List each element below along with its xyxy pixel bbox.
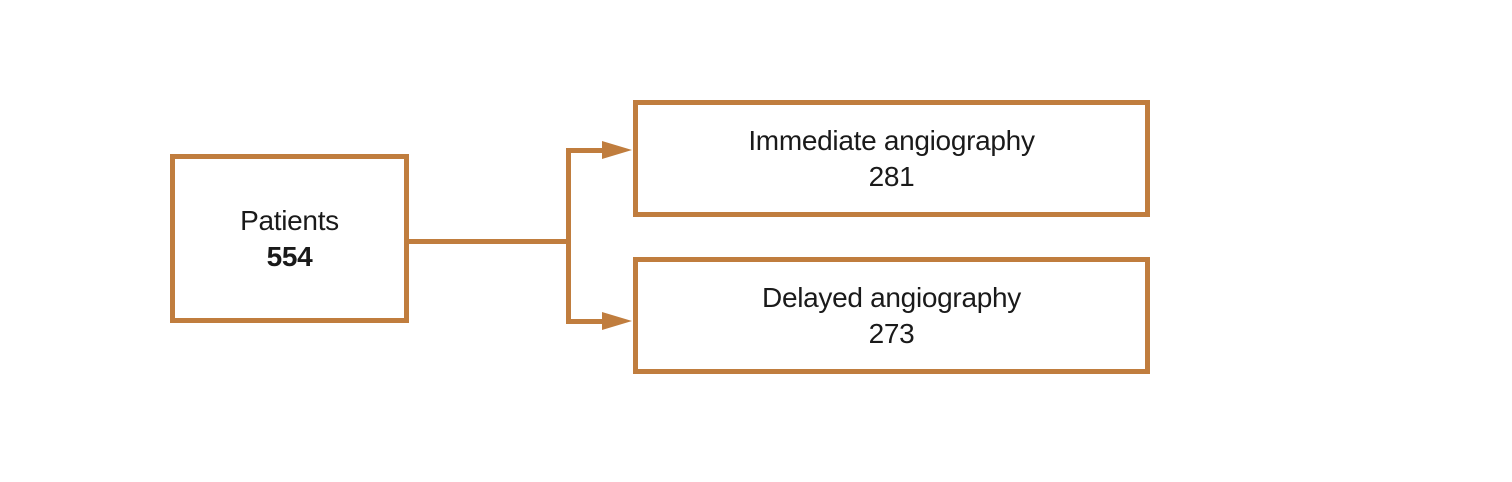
flow-node-immediate-angiography-count: 281 [868,160,915,192]
arrowhead-bottom-icon [602,312,632,330]
flow-node-patients: Patients 554 [170,154,409,323]
flow-node-immediate-angiography: Immediate angiography 281 [633,100,1150,217]
connector-branch-bottom [566,319,604,324]
connector-vertical [566,148,571,324]
flow-node-delayed-angiography-count: 273 [868,317,915,349]
connector-branch-top [566,148,604,153]
arrowhead-top-icon [602,141,632,159]
flow-node-delayed-angiography: Delayed angiography 273 [633,257,1150,374]
connector-main-horizontal [409,239,571,244]
flow-node-patients-count: 554 [266,240,313,272]
flow-node-delayed-angiography-label: Delayed angiography [762,281,1021,313]
flow-node-patients-label: Patients [240,204,339,236]
flow-node-immediate-angiography-label: Immediate angiography [748,124,1035,156]
